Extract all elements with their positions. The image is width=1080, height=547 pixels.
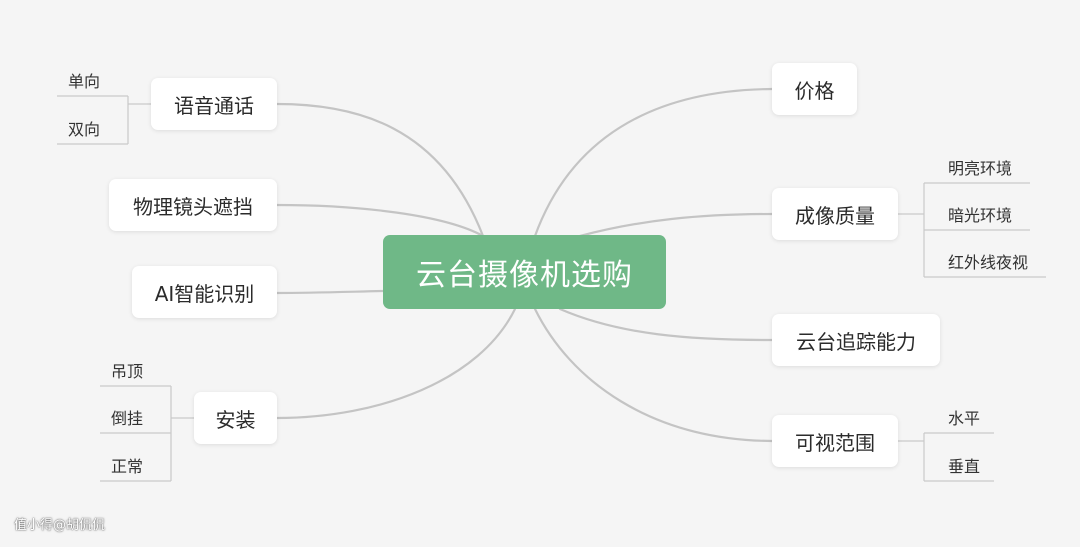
topic-lens-cover[interactable]: 物理镜头遮挡 [109, 179, 277, 231]
link-tracking [558, 307, 774, 342]
topic-imaging-quality[interactable]: 成像质量 [772, 188, 898, 240]
link-ai-recognition [275, 289, 385, 295]
leaf-two-way[interactable]: 双向 [68, 120, 101, 139]
link-view-range [533, 307, 774, 443]
topic-view-range[interactable]: 可视范围 [772, 415, 898, 467]
root-topic[interactable]: 云台摄像机选购 [383, 235, 666, 309]
leaf-ceiling[interactable]: 吊顶 [111, 362, 144, 381]
watermark: 值小得@胡侃侃 [14, 518, 106, 533]
leaf-vertical[interactable]: 垂直 [948, 457, 981, 476]
leaf-horizontal[interactable]: 水平 [948, 409, 981, 428]
link-voice-call [275, 102, 485, 238]
topic-ai-recognition[interactable]: AI智能识别 [132, 266, 277, 318]
leaf-one-way[interactable]: 单向 [68, 72, 101, 91]
link-install [275, 307, 517, 420]
leaf-lowlight-env[interactable]: 暗光环境 [948, 206, 1013, 225]
link-price [533, 87, 774, 238]
leaf-brackets [57, 95, 1046, 482]
topic-tracking[interactable]: 云台追踪能力 [772, 314, 940, 366]
leaf-inverted[interactable]: 倒挂 [111, 409, 144, 428]
link-lens-cover [275, 203, 485, 238]
topic-install[interactable]: 安装 [194, 392, 277, 444]
topic-price[interactable]: 价格 [772, 63, 857, 115]
leaf-normal[interactable]: 正常 [111, 457, 144, 476]
branch-links [275, 87, 774, 443]
leaf-infrared-night[interactable]: 红外线夜视 [948, 253, 1029, 272]
leaf-bright-env[interactable]: 明亮环境 [948, 159, 1013, 178]
topic-voice-call[interactable]: 语音通话 [151, 78, 277, 130]
link-imaging [578, 212, 774, 238]
